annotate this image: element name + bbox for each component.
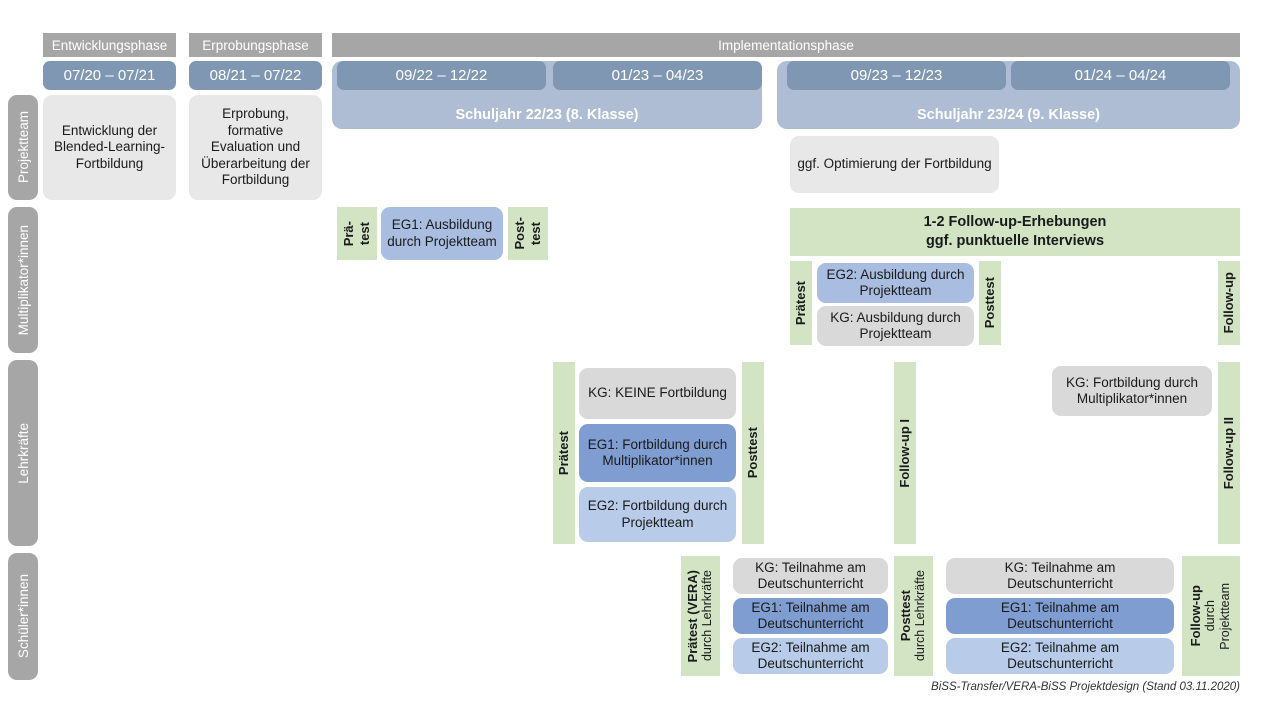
phase-header-entwicklungsphase: Entwicklungsphase [43, 33, 176, 57]
box-kg-ausbildung-projektteam: KG: Ausbildung durch Projektteam [817, 306, 974, 346]
box-eg2-ausbildung-projektteam: EG2: Ausbildung durch Projektteam [817, 263, 974, 303]
box-erprobung-evaluation: Erprobung, formative Evaluation und Über… [189, 95, 322, 200]
period-label: 09/22 – 12/22 [395, 67, 488, 84]
greenbar-line-2: durch [1203, 600, 1218, 632]
greenbar-label: Prätest [792, 280, 808, 326]
box-text: KG: Teilnahme am Deutschunterricht [755, 559, 866, 591]
greenbar-line-1: Follow-up [1188, 585, 1204, 647]
greenbar-label: Posttest [981, 277, 997, 329]
greenbar-label: Posttest [744, 427, 760, 479]
box-text: KG: Teilnahme am Deutschunterricht [1004, 559, 1116, 591]
role-label: Projektteam [15, 111, 31, 184]
greenbar-posttest-lehrkraefte: Posttest [742, 362, 764, 544]
box-kg-teilnahme-deutschunterricht-2: KG: Teilnahme am Deutschunterricht [946, 558, 1174, 594]
period-pill-0923-1223: 09/23 – 12/23 [787, 61, 1006, 90]
period-label: 01/23 – 04/23 [611, 67, 704, 84]
box-text: EG1: Ausbildung durch Projektteam [387, 217, 497, 249]
greenbar-line-2: durch Lehrkräfte [700, 570, 715, 662]
footer-source-note: BiSS-Transfer/VERA-BiSS Projektdesign (S… [840, 681, 1240, 697]
greenbar-posttest-multiplikator-early: Post- test [508, 207, 548, 260]
box-eg1-teilnahme-deutschunterricht-2: EG1: Teilnahme am Deutschunterricht [946, 598, 1174, 634]
role-bar-multiplikatorinnen: Multiplikator*innen [8, 207, 38, 353]
period-label: 07/20 – 07/21 [63, 67, 156, 84]
greenbar-followup-2-lehrkraefte: Follow-up II [1218, 362, 1240, 544]
period-pill-0922-1222: 09/22 – 12/22 [337, 61, 546, 90]
greenbar-label: Follow-up I [896, 418, 912, 488]
greenbar-posttest-schueler: Posttest durch Lehrkräfte [894, 556, 933, 676]
greenbar-label: Follow-up [1220, 272, 1236, 334]
greenbar-line-1: Posttest [897, 590, 913, 642]
box-text: EG1: Fortbildung durch Multiplikator*inn… [587, 436, 728, 468]
role-bar-lehrkraefte: Lehrkräfte [8, 360, 38, 546]
box-kg-teilnahme-deutschunterricht-1: KG: Teilnahme am Deutschunterricht [733, 558, 888, 594]
phase-header-implementationsphase: Implementationsphase [332, 33, 1240, 57]
greenbar-followup-multiplikator: Follow-up [1218, 261, 1240, 345]
greenbanner-line-1: 1-2 Follow-up-Erhebungen [923, 214, 1107, 231]
role-bar-projektteam: Projektteam [8, 95, 38, 200]
greenbar-followup-1-lehrkraefte: Follow-up I [894, 362, 916, 544]
role-label: Multiplikator*innen [15, 224, 31, 336]
box-entwicklung-fortbildung: Entwicklung der Blended-Learning-Fortbil… [43, 95, 176, 200]
greenbanner-followup-erhebungen: 1-2 Follow-up-Erhebungen ggf. punktuelle… [790, 208, 1240, 256]
box-text: KG: Ausbildung durch Projektteam [830, 309, 961, 341]
phase-label: Erprobungsphase [202, 37, 309, 53]
phase-label: Entwicklungsphase [51, 37, 168, 53]
box-text: EG2: Teilnahme am Deutschunterricht [751, 639, 870, 671]
greenbar-praetest-vera-schueler: Prätest (VERA) durch Lehrkräfte [681, 556, 720, 676]
greenbar-line-2: test [527, 221, 543, 246]
box-eg1-teilnahme-deutschunterricht-1: EG1: Teilnahme am Deutschunterricht [733, 598, 888, 634]
greenbar-praetest-multiplikator-early: Prä- test [337, 207, 377, 260]
greenbar-line-2: test [356, 221, 372, 246]
box-text: EG2: Ausbildung durch Projektteam [826, 266, 965, 298]
role-label: Lehrkräfte [15, 422, 31, 484]
period-pill-0720-0721: 07/20 – 07/21 [43, 61, 176, 90]
greenbar-label: Follow-up II [1220, 416, 1236, 490]
greenbar-line-1: Prätest (VERA) [684, 569, 700, 663]
box-eg2-fortbildung-projektteam: EG2: Fortbildung durch Projektteam [579, 487, 736, 542]
greenbar-label: Prätest [555, 430, 571, 476]
box-text: KG: Fortbildung durch Multiplikator*inne… [1065, 374, 1199, 406]
school-year-label: Schuljahr 22/23 (8. Klasse) [455, 107, 639, 123]
greenbar-line-2: durch Lehrkräfte [913, 570, 928, 662]
phase-label: Implementationsphase [718, 37, 854, 53]
period-pill-0124-0424: 01/24 – 04/24 [1011, 61, 1230, 90]
box-kg-keine-fortbildung: KG: KEINE Fortbildung [579, 368, 736, 419]
box-text: Entwicklung der Blended-Learning-Fortbil… [53, 122, 166, 171]
period-label: 09/23 – 12/23 [850, 67, 943, 84]
greenbar-line-3: Projektteam [1218, 582, 1233, 650]
greenbar-line-1: Prä- [341, 220, 357, 247]
period-pill-0821-0722: 08/21 – 07/22 [189, 61, 322, 90]
box-text: ggf. Optimierung der Fortbildung [797, 156, 992, 172]
greenbanner-line-2: ggf. punktuelle Interviews [925, 233, 1105, 249]
period-label: 08/21 – 07/22 [209, 67, 302, 84]
greenbar-line-1: Post- [512, 217, 528, 250]
box-optimierung-fortbildung: ggf. Optimierung der Fortbildung [790, 136, 999, 193]
greenbar-posttest-multiplikator-late: Posttest [979, 261, 1001, 345]
period-pill-0123-0423: 01/23 – 04/23 [553, 61, 762, 90]
greenbar-followup-schueler: Follow-up durch Projektteam [1182, 556, 1240, 676]
box-text: EG1: Teilnahme am Deutschunterricht [751, 599, 870, 631]
box-text: Erprobung, formative Evaluation und Über… [201, 106, 310, 188]
greenbar-praetest-lehrkraefte: Prätest [553, 362, 575, 544]
box-text: KG: KEINE Fortbildung [588, 385, 727, 401]
role-label: Schüler*innen [15, 574, 31, 659]
box-text: EG2: Teilnahme am Deutschunterricht [1000, 639, 1120, 671]
box-text: EG2: Fortbildung durch Projektteam [587, 498, 728, 530]
box-eg1-ausbildung-projektteam: EG1: Ausbildung durch Projektteam [381, 207, 503, 260]
box-eg2-teilnahme-deutschunterricht-2: EG2: Teilnahme am Deutschunterricht [946, 638, 1174, 674]
box-eg1-fortbildung-multiplikator: EG1: Fortbildung durch Multiplikator*inn… [579, 424, 736, 482]
period-label: 01/24 – 04/24 [1074, 67, 1167, 84]
box-kg-fortbildung-multiplikator: KG: Fortbildung durch Multiplikator*inne… [1052, 366, 1212, 416]
school-year-label: Schuljahr 23/24 (9. Klasse) [917, 107, 1100, 123]
role-bar-schuelerinnen: Schüler*innen [8, 553, 38, 680]
box-eg2-teilnahme-deutschunterricht-1: EG2: Teilnahme am Deutschunterricht [733, 638, 888, 674]
phase-header-erprobungsphase: Erprobungsphase [189, 33, 322, 57]
greenbar-praetest-multiplikator-late: Prätest [790, 261, 812, 345]
box-text: EG1: Teilnahme am Deutschunterricht [1000, 599, 1120, 631]
footer-text: BiSS-Transfer/VERA-BiSS Projektdesign (S… [931, 681, 1240, 693]
